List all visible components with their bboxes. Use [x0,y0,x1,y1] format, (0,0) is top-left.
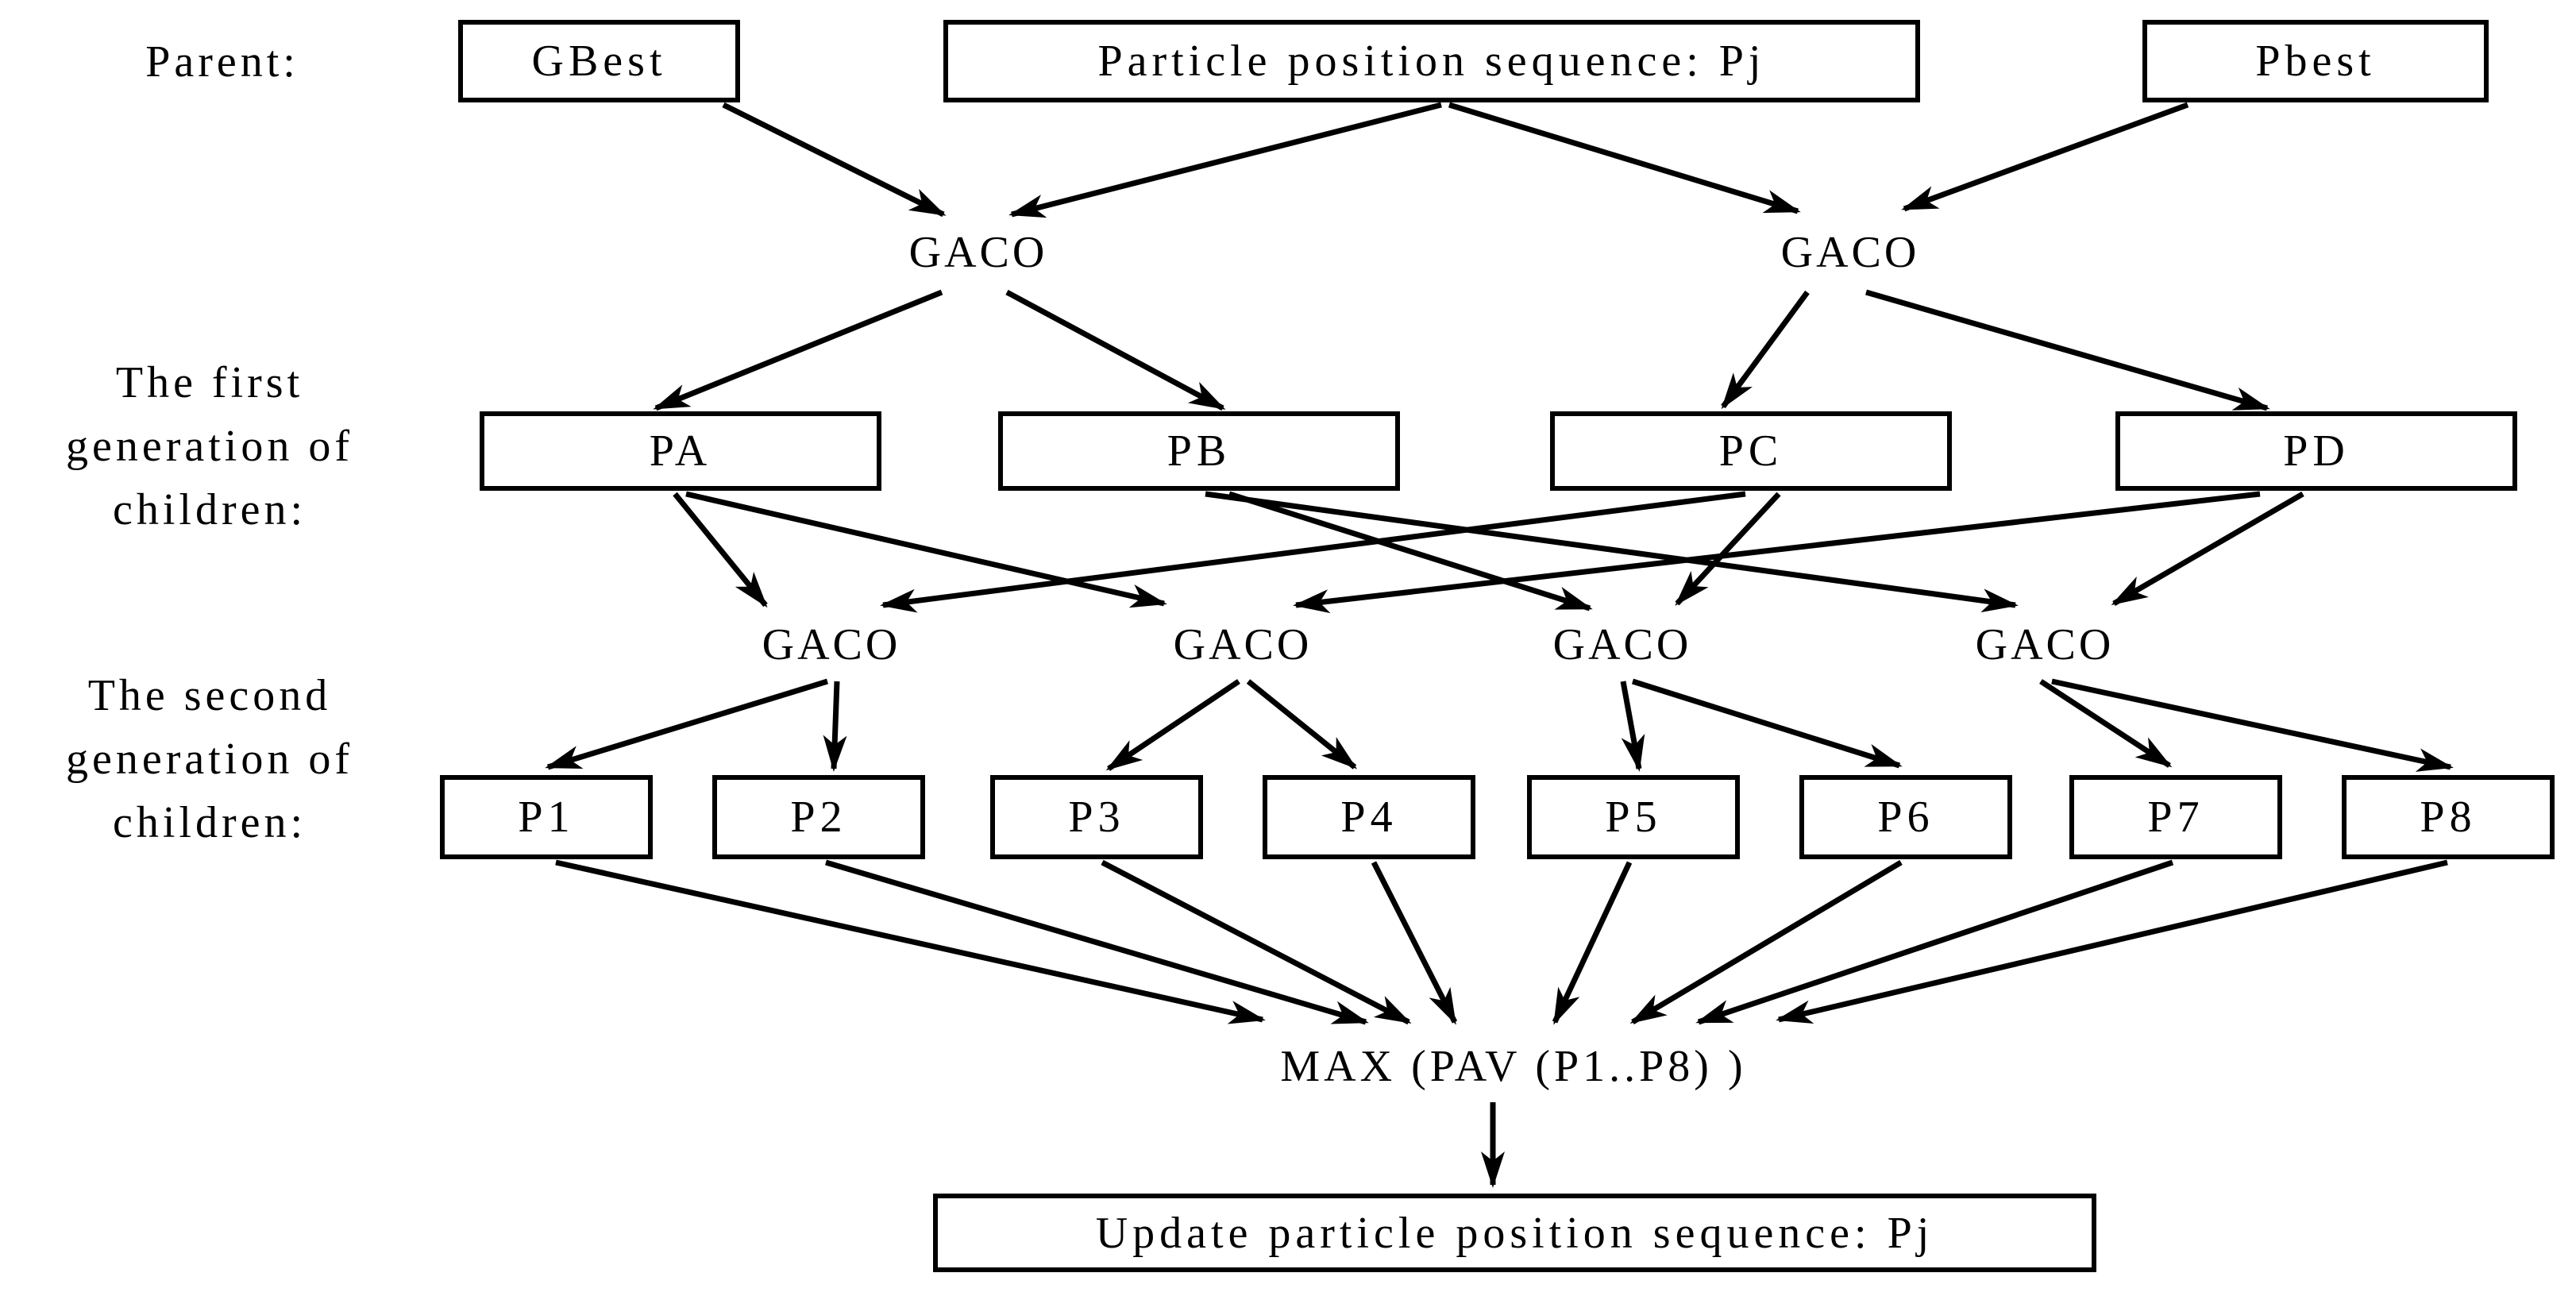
arrow-16 [545,678,829,770]
label-parent: Parent: [103,30,341,94]
max-function-label: MAX (PAV (P1..P8) ) [1280,1042,1747,1091]
label-second-generation-line3: children: [112,798,307,847]
arrow-30 [1695,859,2174,1025]
arrow-2 [1448,102,1801,214]
node-box-p6: P6 [1799,775,2012,859]
arrow-25 [825,859,1369,1025]
arrow-9 [685,491,1167,608]
label-first-generation-line3: children: [112,485,307,534]
node-box-label-pc: PC [1718,426,1784,476]
node-box-label-p7: P7 [2147,793,2204,842]
label-first-generation-line1: The first [115,358,304,407]
label-second-generation-line1: The second [87,671,332,720]
node-box-label-p2: P2 [790,793,847,842]
gaco-3-label: GACO [762,620,901,669]
label-second-generation-line2: generation of [66,735,353,784]
arrow-12 [1205,491,2019,613]
arrow-22 [2039,679,2173,768]
node-box-label-pa: PA [649,426,712,476]
arrow-29 [1629,859,1903,1025]
arrow-18 [1105,679,1240,771]
node-box-p3: P3 [990,775,1203,859]
gaco-5-label: GACO [1552,620,1692,669]
arrow-19 [1246,679,1358,770]
node-box-label-p6: P6 [1877,793,1934,842]
node-box-update: Update particle position sequence: Pj [933,1194,2096,1272]
arrow-7 [1865,289,2270,411]
arrow-11 [1228,491,1593,611]
node-box-label-particle-position: Particle position sequence: Pj [1097,37,1766,86]
node-box-pbest: Pbest [2142,20,2489,102]
node-box-label-p8: P8 [2420,793,2477,842]
node-box-label-p3: P3 [1068,793,1125,842]
node-box-label-pd: PD [2283,426,2350,476]
node-box-label-gbest: GBest [531,37,667,86]
arrow-3 [1901,102,2189,212]
arrow-0 [722,102,947,218]
node-box-label-pb: PB [1167,426,1232,476]
arrow-28 [1552,861,1633,1025]
gaco-6-label: GACO [1975,620,2115,669]
node-box-pb: PB [998,411,1400,491]
node-box-p4: P4 [1263,775,1475,859]
arrow-23 [2051,678,2454,772]
node-box-p1: P1 [440,775,653,859]
gaco-2-label: GACO [1780,228,1920,277]
node-box-p5: P5 [1527,775,1740,859]
arrow-10 [880,491,1746,613]
label-first-generation-line2: generation of [66,422,353,471]
node-box-pd: PD [2115,411,2517,491]
arrow-24 [555,859,1266,1024]
arrow-1 [1008,102,1442,218]
node-box-p7: P7 [2069,775,2282,859]
arrow-31 [1776,859,2448,1024]
node-box-particle-position: Particle position sequence: Pj [943,20,1920,102]
node-box-p2: P2 [712,775,925,859]
node-box-label-pbest: Pbest [2255,37,2376,86]
arrow-13 [1293,491,2261,614]
node-box-pa: PA [480,411,881,491]
arrow-26 [1101,859,1412,1025]
node-box-label-p5: P5 [1605,793,1662,842]
node-box-label-p4: P4 [1340,793,1398,842]
arrow-8 [673,492,768,608]
node-box-p8: P8 [2342,775,2555,859]
node-box-label-p1: P1 [518,793,575,842]
arrow-27 [1371,861,1458,1025]
arrow-15 [2111,491,2304,607]
arrow-6 [1721,290,1810,410]
arrow-4 [653,289,943,411]
node-box-gbest: GBest [458,20,740,102]
gaco-1-label: GACO [908,228,1048,277]
arrow-20 [1620,681,1645,772]
arrow-21 [1631,678,1903,769]
arrow-17 [823,681,847,772]
arrow-5 [1005,289,1226,411]
label-first-generation: The first generation of children: [3,351,416,542]
gaco-4-label: GACO [1173,620,1313,669]
node-box-label-update: Update particle position sequence: Pj [1095,1208,1934,1258]
label-parent-text: Parent: [145,37,299,87]
arrow-14 [1675,492,1781,606]
node-box-pc: PC [1550,411,1952,491]
label-second-generation: The second generation of children: [3,664,416,854]
